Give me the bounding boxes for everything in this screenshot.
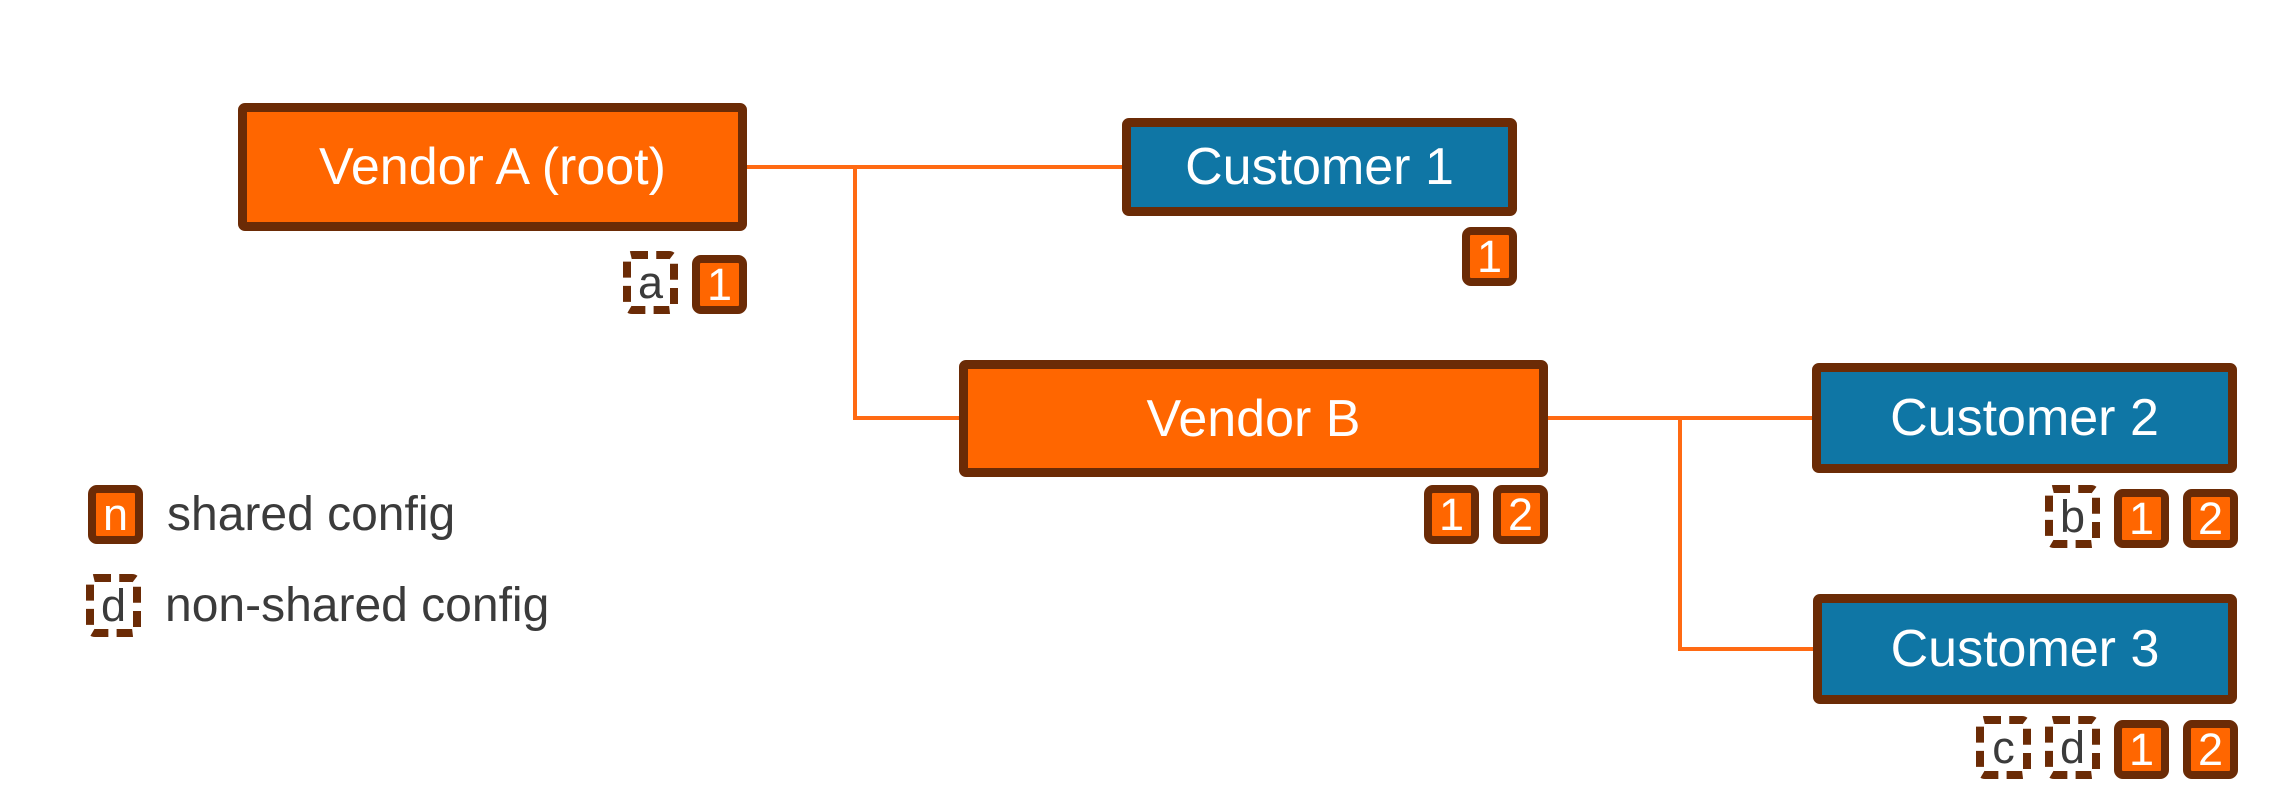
node-customer-2: Customer 2 (1812, 363, 2237, 473)
edge-vendor-a-customer-1 (747, 165, 1122, 169)
legend-shared-label: shared config (167, 487, 456, 541)
node-customer-1: Customer 1 (1122, 118, 1517, 216)
node-customer-1-label: Customer 1 (1185, 138, 1454, 196)
legend-shared-badge-icon: n (88, 485, 143, 544)
badge-shared-1: 1 (692, 255, 747, 314)
node-customer-3: Customer 3 (1813, 594, 2237, 704)
badge-config-d: d (2045, 716, 2100, 779)
legend-non-shared-config: d non-shared config (86, 574, 549, 637)
node-vendor-b: Vendor B (959, 360, 1548, 477)
badge-row-vendor-b: 1 2 (1424, 485, 1548, 544)
legend-non-shared-label: non-shared config (165, 578, 550, 632)
edge-vendor-a-vendor-b (853, 416, 959, 420)
node-vendor-b-label: Vendor B (1146, 389, 1361, 448)
badge-shared-1: 1 (2114, 720, 2169, 779)
badge-config-a: a (623, 251, 678, 314)
edge-vendor-b-branch-vertical (1678, 416, 1682, 651)
legend-shared-config: n shared config (88, 485, 455, 544)
badge-shared-2: 2 (2183, 720, 2238, 779)
badge-row-customer-2: b 1 2 (2045, 485, 2238, 548)
node-vendor-a: Vendor A (root) (238, 103, 747, 231)
badge-config-c: c (1976, 716, 2031, 779)
edge-vendor-b-customer-3 (1678, 647, 1813, 651)
edge-vendor-a-branch-vertical (853, 165, 857, 420)
badge-shared-2: 2 (2183, 489, 2238, 548)
badge-row-customer-1: 1 (1462, 227, 1517, 286)
node-customer-3-label: Customer 3 (1890, 620, 2160, 678)
badge-row-vendor-a: a 1 (623, 251, 747, 314)
node-customer-2-label: Customer 2 (1890, 389, 2159, 447)
badge-shared-1: 1 (1462, 227, 1517, 286)
badge-shared-1: 1 (1424, 485, 1479, 544)
badge-config-b: b (2045, 485, 2100, 548)
badge-shared-1: 1 (2114, 489, 2169, 548)
legend-non-shared-badge-icon: d (86, 574, 141, 637)
node-vendor-a-label: Vendor A (root) (319, 138, 666, 196)
badge-shared-2: 2 (1493, 485, 1548, 544)
badge-row-customer-3: c d 1 2 (1976, 716, 2238, 779)
